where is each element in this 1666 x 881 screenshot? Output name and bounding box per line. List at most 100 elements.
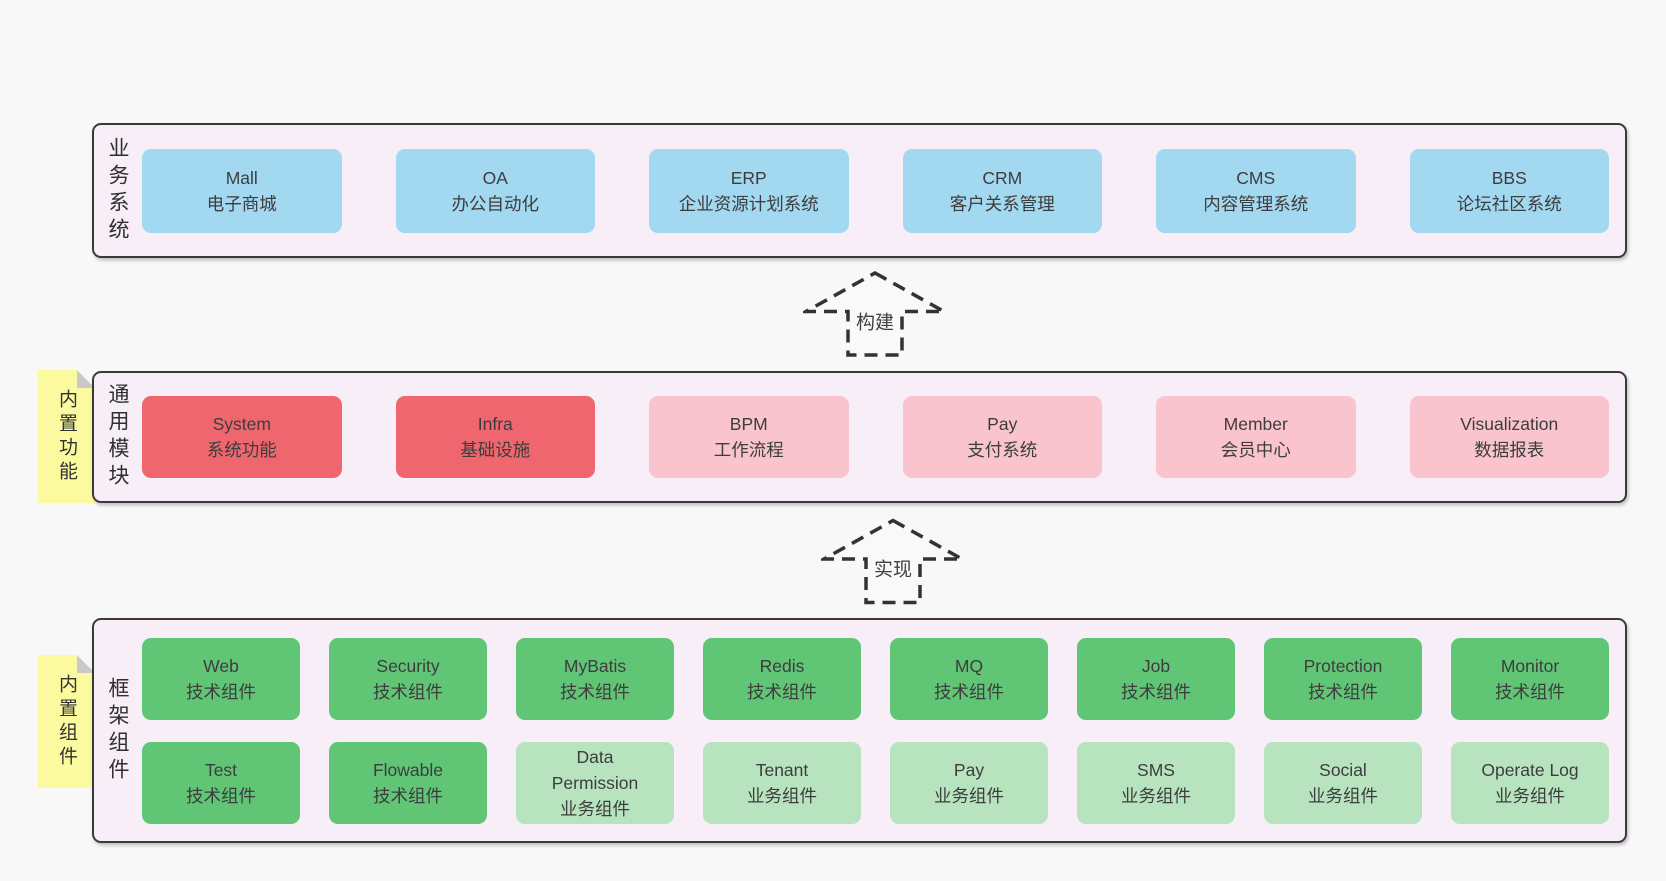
box-subtitle: 技术组件 — [934, 681, 1004, 702]
box-flowable: Flowable 技术组件 — [329, 741, 487, 824]
box-title: MQ — [954, 655, 984, 676]
box-subtitle: 业务组件 — [1495, 785, 1565, 806]
box-subtitle: 业务组件 — [560, 798, 630, 819]
box-subtitle: 支付系统 — [967, 440, 1038, 460]
box-data-permission: Data Permission 业务组件 — [516, 741, 674, 824]
box-sms: SMS 业务组件 — [1077, 741, 1235, 824]
box-title: Web — [203, 655, 239, 676]
box-subtitle: 基础设施 — [460, 440, 531, 460]
layer-label-common-modules: 通用模块 — [106, 383, 129, 491]
box-visualization: Visualization 数据报表 — [1409, 396, 1609, 478]
box-social: Social 业务组件 — [1264, 741, 1422, 824]
component-row-2: Test 技术组件 Flowable 技术组件 Data Permission … — [142, 741, 1609, 824]
box-title: ERP — [730, 167, 767, 188]
box-operate-log: Operate Log 业务组件 — [1451, 741, 1609, 824]
box-title: Infra — [477, 414, 513, 434]
box-title: BBS — [1491, 167, 1527, 188]
box-subtitle: 企业资源计划系统 — [678, 193, 819, 214]
box-subtitle: 技术组件 — [1308, 681, 1378, 702]
box-title: Visualization — [1460, 414, 1559, 434]
box-title: Redis — [759, 655, 805, 676]
box-subtitle: 内容管理系统 — [1203, 193, 1309, 214]
box-protection: Protection 技术组件 — [1264, 637, 1422, 720]
layer-label-business-systems: 业务系统 — [106, 136, 129, 245]
sticky-tag-builtin-components: 内置组件 — [38, 655, 95, 788]
box-title: Data Permission — [551, 746, 639, 793]
box-cms: CMS 内容管理系统 — [1156, 148, 1356, 233]
box-title: System — [212, 414, 271, 434]
box-mall: Mall 电子商城 — [142, 148, 342, 233]
box-infra: Infra 基础设施 — [395, 396, 595, 478]
box-title: Monitor — [1500, 655, 1560, 676]
box-pay-component: Pay 业务组件 — [890, 741, 1048, 824]
box-subtitle: 数据报表 — [1474, 440, 1545, 460]
box-erp: ERP 企业资源计划系统 — [649, 148, 849, 233]
box-pay-module: Pay 支付系统 — [902, 396, 1102, 478]
sticky-tag-builtin-features: 内置功能 — [38, 370, 95, 503]
arrow-implement: 实现 — [821, 516, 965, 607]
box-subtitle: 技术组件 — [373, 681, 443, 702]
component-row-1: Web 技术组件 Security 技术组件 MyBatis 技术组件 Redi… — [142, 637, 1609, 720]
box-title: Mall — [225, 167, 258, 188]
module-boxes-row: System 系统功能 Infra 基础设施 BPM 工作流程 Pay 支付系统… — [128, 396, 1625, 478]
box-subtitle: 业务组件 — [1308, 785, 1378, 806]
box-title: Pay — [987, 414, 1018, 434]
box-subtitle: 技术组件 — [186, 785, 256, 806]
box-crm: CRM 客户关系管理 — [902, 148, 1102, 233]
box-title: Operate Log — [1481, 759, 1579, 780]
layer-common-modules: 通用模块 System 系统功能 Infra 基础设施 BPM 工作流程 Pay… — [92, 371, 1627, 503]
box-bbs: BBS 论坛社区系统 — [1409, 148, 1609, 233]
box-monitor: Monitor 技术组件 — [1451, 637, 1609, 720]
box-subtitle: 业务组件 — [934, 785, 1004, 806]
component-rows: Web 技术组件 Security 技术组件 MyBatis 技术组件 Redi… — [128, 637, 1625, 824]
box-tenant: Tenant 业务组件 — [703, 741, 861, 824]
box-title: Tenant — [755, 759, 809, 780]
sticky-tag-label: 内置组件 — [56, 673, 77, 770]
box-title: Pay — [953, 759, 985, 780]
layer-framework-components: 框架组件 Web 技术组件 Security 技术组件 MyBatis 技术组件… — [92, 618, 1627, 843]
box-title: CMS — [1236, 167, 1276, 188]
arrow-label-build: 构建 — [852, 307, 898, 335]
box-subtitle: 业务组件 — [1121, 785, 1191, 806]
arrow-build: 构建 — [803, 269, 947, 359]
box-title: CRM — [982, 167, 1023, 188]
box-web: Web 技术组件 — [142, 637, 300, 720]
box-subtitle: 论坛社区系统 — [1456, 193, 1562, 214]
layer-label-framework-components: 框架组件 — [106, 676, 129, 785]
box-subtitle: 技术组件 — [373, 785, 443, 806]
box-title: OA — [482, 167, 508, 188]
box-title: Security — [376, 655, 440, 676]
box-system: System 系统功能 — [142, 396, 342, 478]
arrow-label-implement: 实现 — [870, 554, 916, 582]
box-mybatis: MyBatis 技术组件 — [516, 637, 674, 720]
box-title: Test — [204, 759, 238, 780]
box-test: Test 技术组件 — [142, 741, 300, 824]
box-mq: MQ 技术组件 — [890, 637, 1048, 720]
box-subtitle: 技术组件 — [1121, 681, 1191, 702]
box-subtitle: 业务组件 — [747, 785, 817, 806]
box-title: Social — [1319, 759, 1367, 780]
box-oa: OA 办公自动化 — [395, 148, 595, 233]
box-subtitle: 系统功能 — [206, 440, 277, 460]
box-subtitle: 技术组件 — [186, 681, 256, 702]
box-subtitle: 技术组件 — [747, 681, 817, 702]
box-subtitle: 工作流程 — [713, 440, 784, 460]
box-title: Member — [1223, 414, 1288, 434]
box-title: Flowable — [372, 759, 444, 780]
box-redis: Redis 技术组件 — [703, 637, 861, 720]
box-title: BPM — [729, 414, 768, 434]
box-title: Protection — [1303, 655, 1383, 676]
box-subtitle: 技术组件 — [560, 681, 630, 702]
box-subtitle: 办公自动化 — [451, 193, 540, 214]
box-security: Security 技术组件 — [329, 637, 487, 720]
box-subtitle: 客户关系管理 — [949, 193, 1055, 214]
layer-business-systems: 业务系统 Mall 电子商城 OA 办公自动化 ERP 企业资源计划系统 CRM… — [92, 123, 1627, 258]
box-subtitle: 技术组件 — [1495, 681, 1565, 702]
box-title: MyBatis — [563, 655, 627, 676]
box-subtitle: 会员中心 — [1220, 440, 1291, 460]
box-job: Job 技术组件 — [1077, 637, 1235, 720]
sticky-tag-label: 内置功能 — [56, 388, 77, 485]
box-title: Job — [1141, 655, 1171, 676]
business-boxes-row: Mall 电子商城 OA 办公自动化 ERP 企业资源计划系统 CRM 客户关系… — [128, 148, 1625, 233]
box-member: Member 会员中心 — [1156, 396, 1356, 478]
